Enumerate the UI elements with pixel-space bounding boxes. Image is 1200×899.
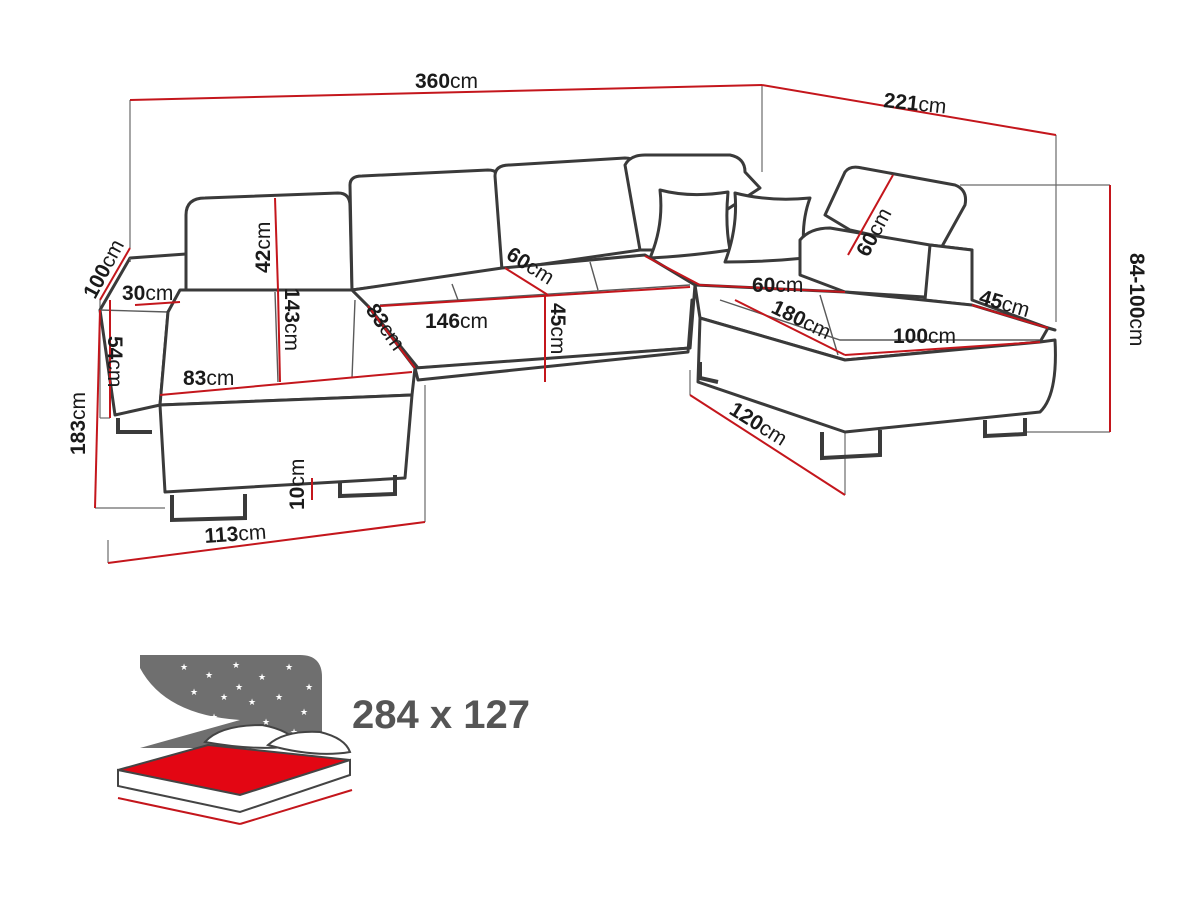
label-right-depth: 221cm [882,89,947,118]
svg-text:★: ★ [258,673,266,683]
label-leg-height: 10cm [286,459,309,510]
label-headrest-left: 42cm [252,222,275,273]
right-headrest [823,165,967,252]
svg-text:★: ★ [165,703,173,713]
label-seat-height: 45cm [546,303,569,354]
measurement-lines [94,84,1111,564]
svg-text:★: ★ [275,693,283,703]
svg-text:★: ★ [190,688,198,698]
moon [140,668,240,748]
label-side-height: 54cm [103,336,126,387]
svg-text:★: ★ [180,663,188,673]
svg-text:★: ★ [305,683,313,693]
label-height-range: 84-100cm [1125,253,1148,346]
label-left-seat-width: 83cm [183,367,234,390]
svg-text:★: ★ [220,693,228,703]
label-middle-seat-width: 146cm [425,310,488,333]
svg-text:★: ★ [300,708,308,718]
label-left-depth: 183cm [67,392,90,455]
sleeping-bed-icon: ★★★ ★★★ ★★★ ★★★ ★★★ ★★ 284 x 127 [117,655,530,825]
bed-base [117,758,351,814]
label-right-chaise-width: 100cm [893,325,956,348]
svg-text:★: ★ [235,683,243,693]
svg-text:★: ★ [285,663,293,673]
svg-text:★: ★ [210,713,218,723]
label-armrest-width: 30cm [122,282,173,305]
right-chaise-front [696,316,1057,434]
svg-text:★: ★ [232,661,240,671]
left-chaise-front [158,393,414,494]
pillow-right [723,191,812,264]
middle-seat-front [413,298,694,382]
svg-text:★: ★ [150,723,158,733]
label-left-seat-length: 143cm [280,288,303,351]
label-total-width: 360cm [415,70,478,93]
bed-pillow-2 [265,730,352,755]
bed-size-label: 284 x 127 [352,693,530,737]
sofa-legs [116,362,1027,523]
svg-text:★: ★ [205,671,213,681]
sofa-outline [98,153,1057,494]
svg-text:★: ★ [248,698,256,708]
pillow-left [648,188,732,260]
label-left-chaise-width: 113cm [204,521,267,548]
label-right-backrest-depth: 60cm [752,274,803,297]
svg-text:★: ★ [262,718,270,728]
